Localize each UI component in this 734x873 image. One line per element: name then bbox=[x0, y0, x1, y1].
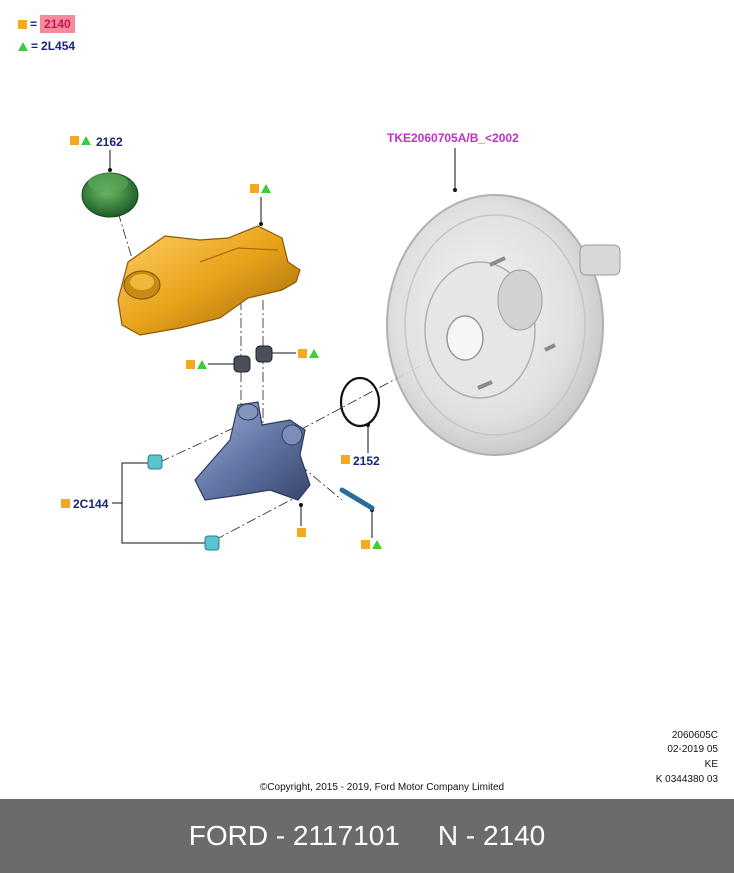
grommet-left-marker bbox=[186, 360, 207, 369]
square-marker-icon bbox=[70, 136, 79, 145]
callout-fitting[interactable]: 2C144 bbox=[73, 497, 109, 511]
exploded-diagram bbox=[81, 148, 621, 551]
square-marker-icon bbox=[297, 528, 306, 537]
triangle-marker-icon bbox=[18, 41, 28, 51]
o-ring[interactable] bbox=[339, 376, 381, 428]
reservoir-grommets[interactable] bbox=[233, 345, 273, 373]
copyright: ©Copyright, 2015 - 2019, Ford Motor Comp… bbox=[259, 782, 505, 793]
callout-oring[interactable]: 2152 bbox=[353, 454, 380, 468]
push-pin[interactable] bbox=[339, 487, 375, 511]
fitting-marker bbox=[61, 499, 70, 508]
master-cylinder[interactable] bbox=[194, 401, 311, 501]
square-marker-icon bbox=[341, 455, 350, 464]
footer-reference: N - 2140 bbox=[437, 820, 546, 851]
reservoir-marker bbox=[250, 184, 271, 193]
legend-eq: = bbox=[31, 39, 39, 53]
meta-line-4: K 0344380 03 bbox=[655, 774, 718, 785]
brake-booster[interactable] bbox=[386, 194, 621, 456]
grommet-right-marker bbox=[298, 349, 319, 358]
legend-value-2l454[interactable]: 2L454 bbox=[41, 39, 76, 53]
cap-marker bbox=[70, 136, 91, 145]
triangle-marker-icon bbox=[372, 540, 382, 549]
triangle-marker-icon bbox=[197, 360, 207, 369]
square-marker-icon bbox=[18, 19, 27, 29]
legend-value-2140[interactable]: 2140 bbox=[40, 15, 75, 33]
square-marker-icon bbox=[186, 360, 195, 369]
footer-part-number: FORD - 2117101 bbox=[188, 820, 400, 851]
cylinder-marker bbox=[297, 528, 306, 537]
oring-marker bbox=[341, 455, 350, 464]
callout-cap[interactable]: 2162 bbox=[96, 135, 123, 149]
triangle-marker-icon bbox=[81, 136, 91, 145]
triangle-marker-icon bbox=[309, 349, 319, 358]
square-marker-icon bbox=[250, 184, 259, 193]
brake-line-fittings[interactable] bbox=[147, 454, 220, 551]
legend-row-square: = 2140 bbox=[18, 15, 75, 33]
legend-eq: = bbox=[30, 17, 38, 31]
meta-line-1: 2060605C bbox=[671, 730, 718, 741]
meta-line-3: KE bbox=[704, 759, 718, 770]
square-marker-icon bbox=[298, 349, 307, 358]
triangle-marker-icon bbox=[261, 184, 271, 193]
square-marker-icon bbox=[361, 540, 370, 549]
meta-line-2: 02-2019 05 bbox=[667, 744, 718, 755]
legend-row-triangle: = 2L454 bbox=[18, 39, 75, 53]
reservoir-cap[interactable] bbox=[81, 172, 139, 218]
callout-booster[interactable]: TKE2060705A/B_<2002 bbox=[387, 131, 519, 145]
fluid-reservoir[interactable] bbox=[117, 225, 301, 336]
pin-marker bbox=[361, 540, 382, 549]
footer-bar: FORD - 2117101 N - 2140 bbox=[0, 799, 734, 873]
square-marker-icon bbox=[61, 499, 70, 508]
